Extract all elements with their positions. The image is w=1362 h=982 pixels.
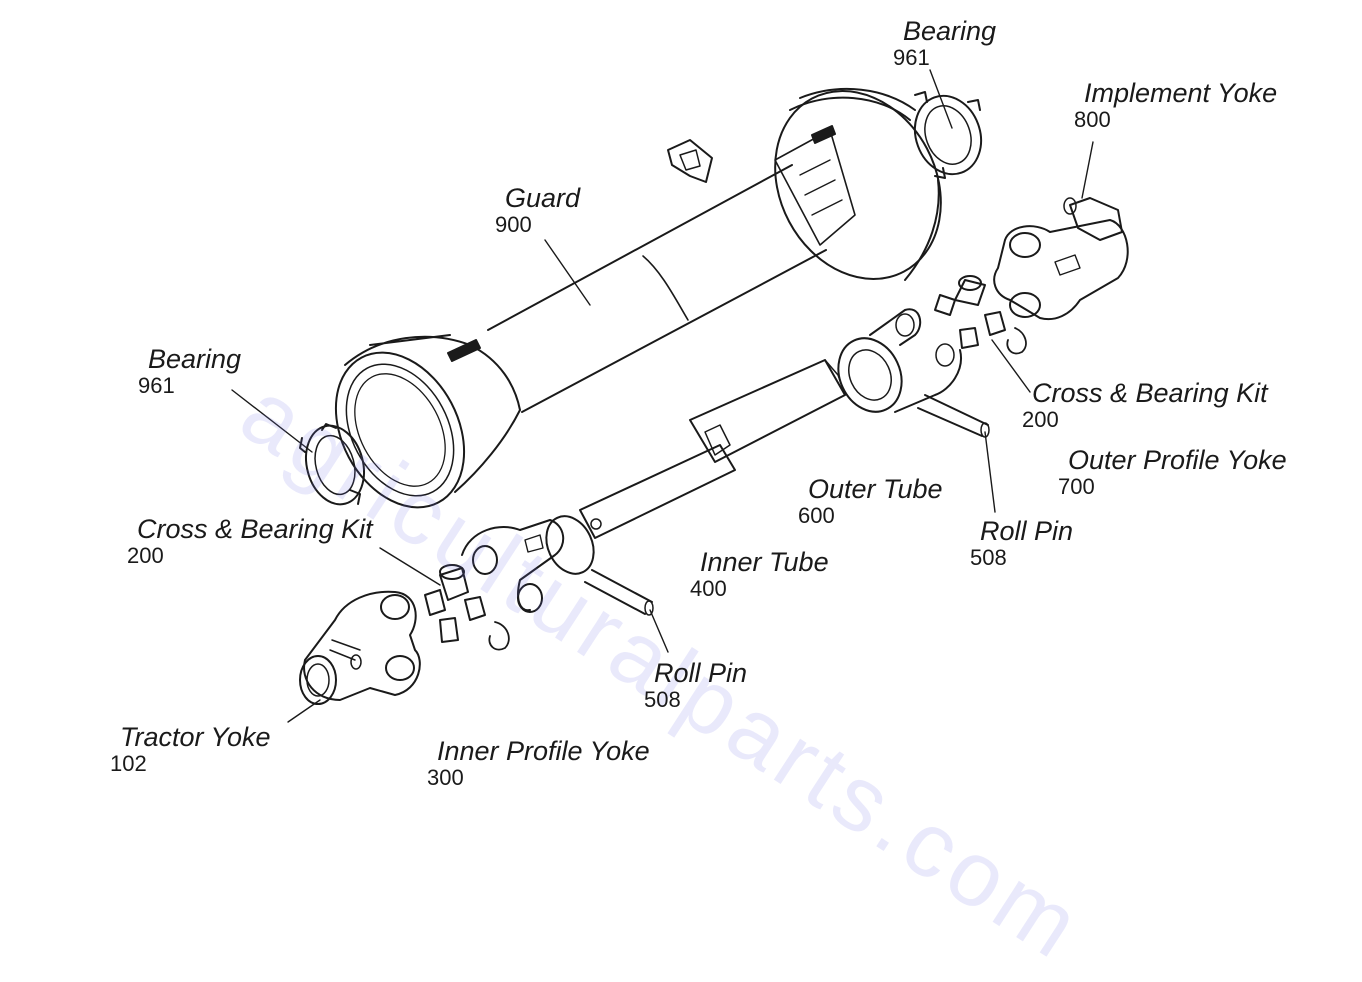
part-number: 508 (970, 545, 1007, 570)
part-number: 900 (495, 212, 532, 237)
label-outer-profile-yoke: Outer Profile Yoke 700 (1058, 447, 1287, 498)
label-cross-bearing-left: Cross & Bearing Kit 200 (127, 516, 373, 567)
part-name: Roll Pin (980, 516, 1074, 546)
part-name: Implement Yoke (1084, 78, 1278, 108)
leader-cross-left (379, 547, 441, 586)
leader-bearing-left (231, 389, 313, 453)
leader-bearing-top (929, 69, 953, 129)
label-roll-pin-left: Roll Pin 508 (644, 660, 747, 711)
part-number: 508 (644, 687, 681, 712)
guard-drawing (334, 88, 942, 509)
outer-tube-drawing (689, 359, 846, 463)
label-outer-tube: Outer Tube 600 (798, 476, 943, 527)
part-number: 300 (427, 765, 464, 790)
part-number: 200 (127, 543, 164, 568)
drawing-layer (231, 69, 1129, 723)
part-number: 102 (110, 751, 147, 776)
part-name: Inner Tube (700, 547, 829, 577)
part-name: Guard (505, 183, 581, 213)
implement-yoke-drawing (993, 197, 1129, 320)
part-name: Outer Profile Yoke (1068, 445, 1287, 475)
bearing-top-drawing (913, 91, 983, 179)
label-inner-tube: Inner Tube 400 (690, 549, 829, 600)
part-number: 600 (798, 503, 835, 528)
cross-bearing-left-drawing (424, 564, 510, 651)
label-guard: Guard 900 (495, 185, 580, 236)
part-name: Tractor Yoke (120, 722, 271, 752)
leader-implement-yoke (1081, 141, 1094, 199)
part-number: 200 (1022, 407, 1059, 432)
label-implement-yoke: Implement Yoke 800 (1074, 80, 1277, 131)
part-name: Cross & Bearing Kit (1032, 378, 1268, 408)
leader-roll-pin-right (984, 431, 996, 513)
part-name: Roll Pin (654, 658, 748, 688)
part-number: 961 (893, 45, 930, 70)
part-name: Bearing (148, 344, 242, 374)
label-tractor-yoke: Tractor Yoke 102 (110, 724, 271, 775)
part-name: Bearing (903, 16, 997, 46)
label-bearing-top: Bearing 961 (893, 18, 996, 69)
part-name: Cross & Bearing Kit (137, 514, 373, 544)
label-inner-profile-yoke: Inner Profile Yoke 300 (427, 738, 650, 789)
roll-pin-right-drawing (917, 394, 990, 438)
part-name: Outer Tube (808, 474, 943, 504)
part-number: 400 (690, 576, 727, 601)
bearing-left-drawing (299, 423, 365, 506)
inner-tube-drawing (579, 444, 736, 539)
leader-cross-right (991, 339, 1031, 393)
part-number: 961 (138, 373, 175, 398)
cross-bearing-right-drawing (934, 275, 1027, 355)
leader-tractor-yoke (287, 699, 321, 723)
leader-roll-pin-left (649, 609, 669, 653)
label-bearing-left: Bearing 961 (138, 346, 241, 397)
part-number: 700 (1058, 474, 1095, 499)
part-name: Inner Profile Yoke (437, 736, 650, 766)
label-roll-pin-right: Roll Pin 508 (970, 518, 1073, 569)
label-cross-bearing-right: Cross & Bearing Kit 200 (1022, 380, 1268, 431)
roll-pin-left-drawing (584, 569, 654, 616)
leader-lines (231, 69, 1094, 723)
inner-profile-yoke-drawing (461, 515, 595, 613)
exploded-diagram: agriculturalparts.com Bearing 961 Implem… (110, 17, 1287, 981)
leader-guard (544, 239, 591, 306)
part-number: 800 (1074, 107, 1111, 132)
tractor-yoke-drawing (299, 590, 421, 705)
outer-profile-yoke-drawing (837, 308, 962, 413)
